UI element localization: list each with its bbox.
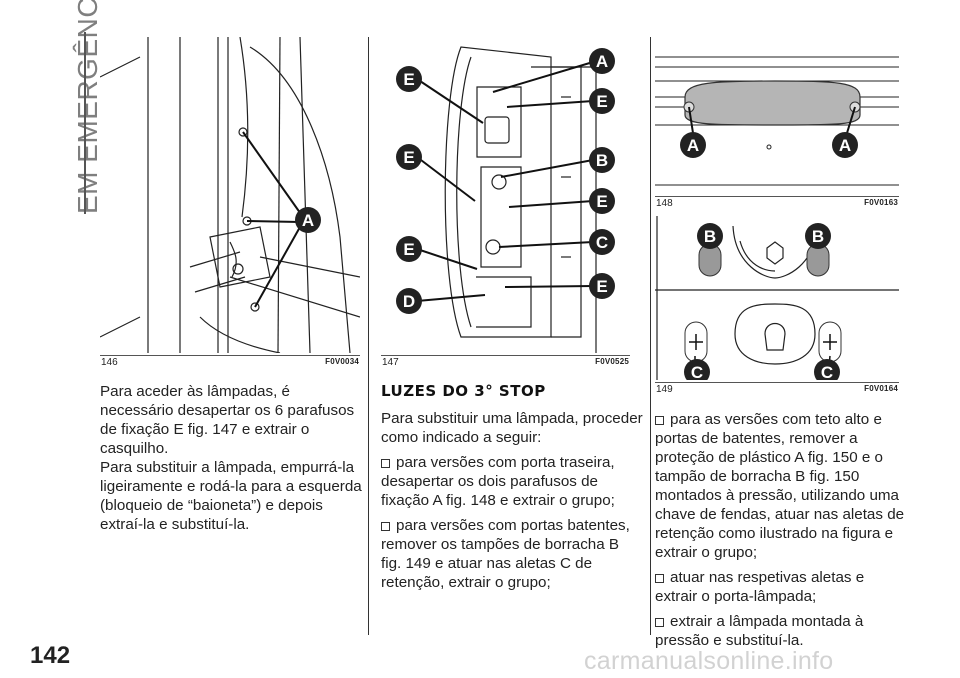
section-header: EM EMERGÊNCIA (40, 0, 103, 260)
figure-149-code: F0V0164 (864, 384, 898, 393)
figure-147-label-e-3: E (403, 148, 414, 167)
bullet-box-icon (381, 522, 390, 531)
third-stop-light-housing (684, 80, 861, 126)
figure-148-drawing: A A (655, 56, 899, 186)
section-title: LUZES DO 3° STOP (381, 382, 546, 400)
figure-149-drawing: B B C C (655, 216, 899, 380)
page-number: 142 (30, 642, 71, 669)
col3-bullet-1-text: para as versões com teto alto e portas d… (655, 411, 905, 561)
figure-148-label-a-1: A (687, 136, 699, 155)
bullet-box-icon (655, 618, 664, 627)
column-1-text: Para aceder às lâmpadas, é necessário de… (100, 382, 362, 534)
figure-147-label-e-4: E (596, 192, 607, 211)
col3-bullet-2-text: atuar nas respetivas aletas e extrair o … (655, 569, 865, 605)
figure-147-label-e-6: E (596, 277, 607, 296)
figure-149-label-b-1: B (704, 227, 716, 246)
column-divider-2 (650, 37, 651, 635)
figure-149-caption: 149 F0V0164 (656, 384, 898, 398)
figure-146-code: F0V0034 (325, 357, 359, 366)
bullet-box-icon (655, 574, 664, 583)
figure-148-label-a-2: A (839, 136, 851, 155)
col2-bullet-1: para versões com porta traseira, desaper… (381, 453, 643, 510)
figure-149: B B C C (655, 216, 899, 380)
figure-146-drawing: A (100, 37, 360, 353)
col2-bullet-1-text: para versões com porta traseira, desaper… (381, 454, 615, 509)
figure-146-caption: 146 F0V0034 (101, 357, 359, 371)
section-header-rule (84, 32, 86, 214)
column-divider-1 (368, 37, 369, 635)
figure-148: A A (655, 37, 899, 194)
figure-147-label-a: A (596, 52, 608, 71)
figure-146: A (100, 37, 360, 353)
figure-147-label-e-2: E (596, 92, 607, 111)
figure-147-code: F0V0525 (595, 357, 629, 366)
figure-146-label-a: A (302, 211, 314, 230)
col3-bullet-3-text: extrair a lâmpada montada à pressão e su… (655, 613, 864, 649)
figure-146-number: 146 (101, 357, 118, 368)
figure-148-number: 148 (656, 198, 673, 209)
figure-147-label-e-5: E (403, 240, 414, 259)
col3-bullet-1: para as versões com teto alto e portas d… (655, 410, 910, 562)
watermark: carmanualsonline.info (584, 647, 834, 675)
column-2-text: LUZES DO 3° STOP Para substituir uma lâm… (381, 382, 643, 598)
figure-147-label-c: C (596, 233, 608, 252)
col2-bullet-2-text: para versões com portas batentes, remove… (381, 517, 630, 591)
figure-147-label-b: B (596, 151, 608, 170)
col2-intro: Para substituir uma lâmpada, proceder co… (381, 410, 643, 446)
figure-147: A E E E B E E C E D (381, 37, 630, 353)
figure-149-number: 149 (656, 384, 673, 395)
figure-147-label-e-1: E (403, 70, 414, 89)
figure-147-number: 147 (382, 357, 399, 368)
figure-146-caption-rule (100, 355, 360, 356)
figure-149-label-b-2: B (812, 227, 824, 246)
figure-148-caption: 148 F0V0163 (656, 198, 898, 212)
figure-147-caption: 147 F0V0525 (382, 357, 629, 371)
figure-149-label-c-2: C (821, 363, 833, 380)
figure-147-label-d: D (403, 292, 415, 311)
col3-bullet-3: extrair a lâmpada montada à pressão e su… (655, 612, 910, 650)
col3-bullet-2: atuar nas respetivas aletas e extrair o … (655, 568, 910, 606)
figure-149-label-c-1: C (691, 363, 703, 380)
bullet-box-icon (381, 459, 390, 468)
col1-paragraph-2: Para substituir a lâmpada, empurrá-la li… (100, 459, 362, 533)
col1-paragraph-1: Para aceder às lâmpadas, é necessário de… (100, 383, 355, 457)
col2-bullet-2: para versões com portas batentes, remove… (381, 516, 643, 592)
figure-146-label-a-badge (295, 207, 321, 233)
figure-149-caption-rule (655, 382, 899, 383)
figure-148-code: F0V0163 (864, 198, 898, 207)
bullet-box-icon (655, 416, 664, 425)
figure-147-caption-rule (381, 355, 630, 356)
figure-148-caption-rule (655, 196, 899, 197)
figure-147-drawing: A E E E B E E C E D (396, 46, 615, 353)
column-3-text: para as versões com teto alto e portas d… (655, 410, 910, 656)
